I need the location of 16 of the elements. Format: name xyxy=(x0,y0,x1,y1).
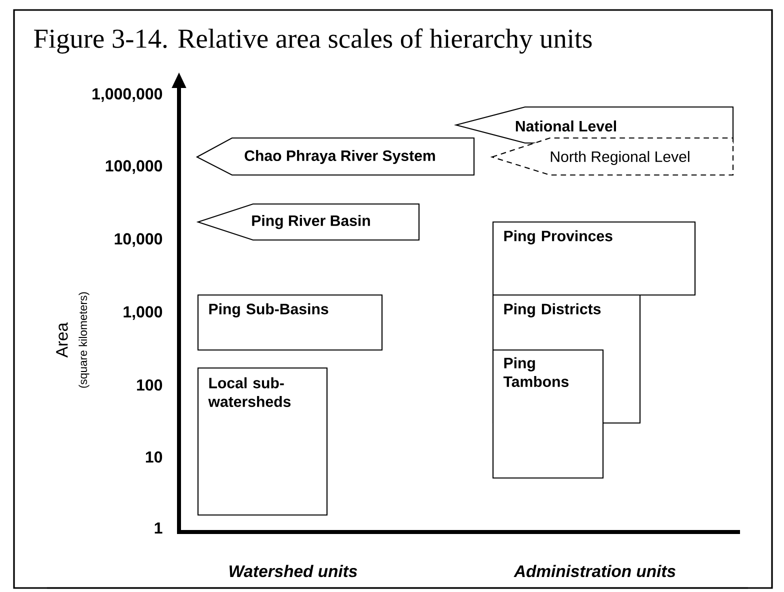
group-label: Administration units xyxy=(514,564,676,578)
group-label: Watershed units xyxy=(230,564,358,578)
unit-box: Ping Tambons xyxy=(492,349,604,479)
axis-title: Area xyxy=(56,322,68,358)
tick-label: 100,000 xyxy=(106,160,162,174)
tick-label: 1,000 xyxy=(124,306,162,320)
tick-label: 100 xyxy=(137,379,162,391)
unit-box: Local sub-watersheds xyxy=(197,367,328,516)
tick-label: 1,000,000 xyxy=(92,88,162,102)
tick-label: 1 xyxy=(154,522,162,534)
figure-title: Figure 3-14. Relative area scales of hierarchy units xyxy=(34,28,592,54)
unit-box: Ping Sub-Basins xyxy=(197,294,383,351)
tick-label: 10,000 xyxy=(114,233,162,247)
axis-unit: (square kilometers) xyxy=(78,292,90,388)
tick-label: 10 xyxy=(146,451,162,463)
unit-box: Ping Provinces xyxy=(492,221,696,296)
